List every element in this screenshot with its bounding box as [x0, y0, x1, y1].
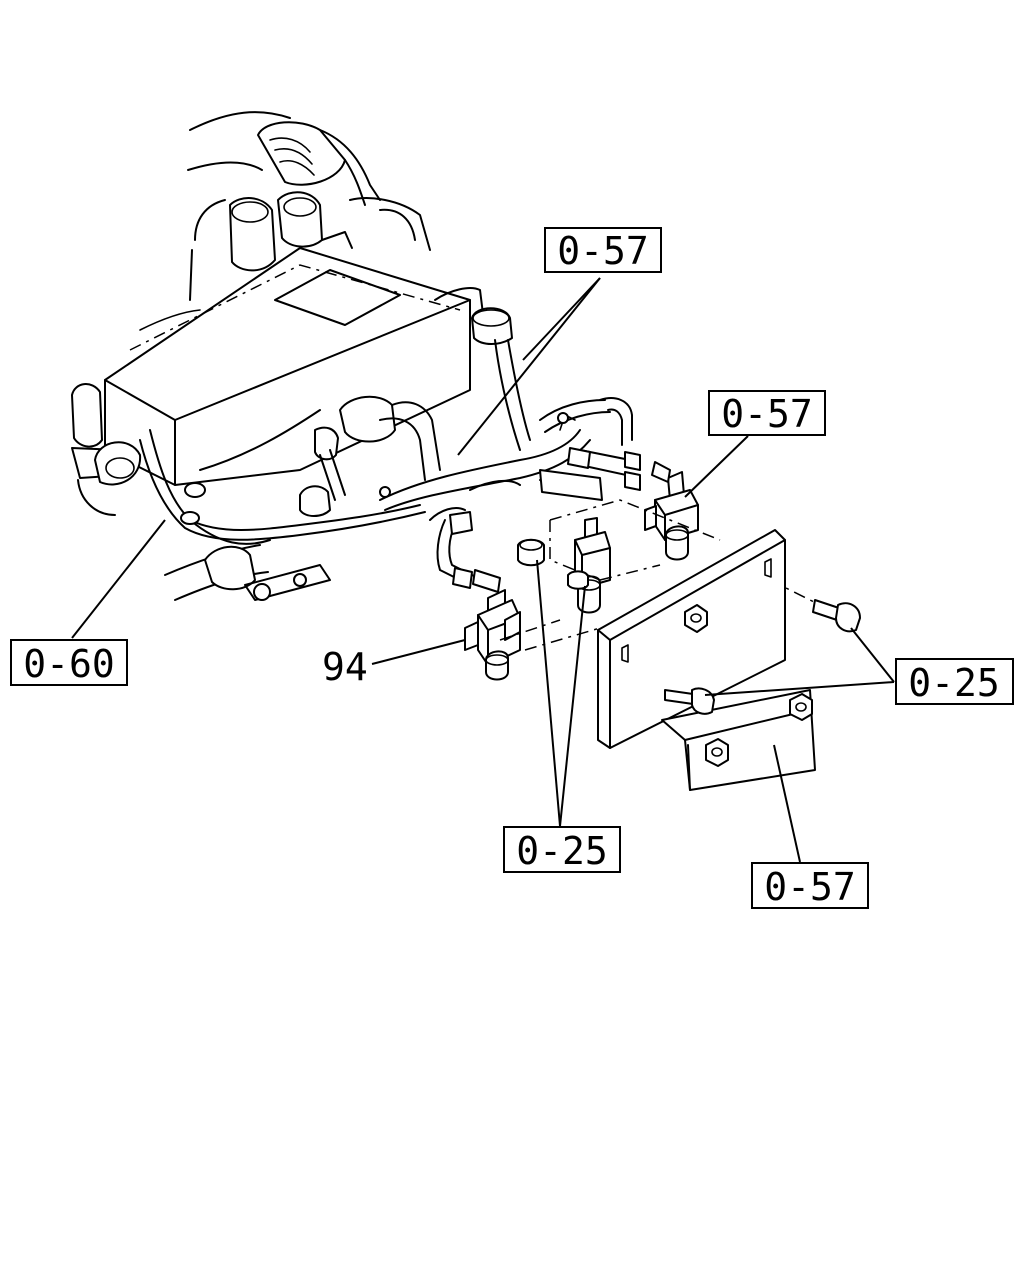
callout-0-25-bottom[interactable]: 0-25	[503, 826, 621, 873]
callout-text: 0-57	[721, 392, 813, 436]
callout-text: 0-25	[908, 661, 1000, 705]
callout-0-57-bottom[interactable]: 0-57	[751, 862, 869, 909]
valve-bracket	[597, 529, 816, 791]
callout-0-57-mid[interactable]: 0-57	[708, 390, 826, 436]
callout-text: 0-25	[516, 829, 608, 873]
vacuum-switching-valve-right	[644, 461, 699, 561]
callout-text: 0-57	[764, 865, 856, 909]
callout-text: 0-60	[23, 642, 115, 686]
callout-0-60[interactable]: 0-60	[10, 639, 128, 686]
leader-lines	[71, 277, 895, 863]
callout-0-57-top[interactable]: 0-57	[544, 227, 662, 273]
vacuum-switching-valve-center	[574, 517, 611, 614]
callout-part-94[interactable]: 94	[322, 645, 368, 689]
vacuum-switching-valve-94	[464, 589, 521, 681]
callout-0-25-right[interactable]: 0-25	[895, 658, 1014, 705]
callout-text: 0-57	[557, 229, 649, 273]
engine-assembly	[71, 111, 471, 601]
vacuum-hose-harness	[299, 287, 641, 593]
part-number-94: 94	[322, 645, 368, 689]
bolts	[517, 538, 861, 715]
